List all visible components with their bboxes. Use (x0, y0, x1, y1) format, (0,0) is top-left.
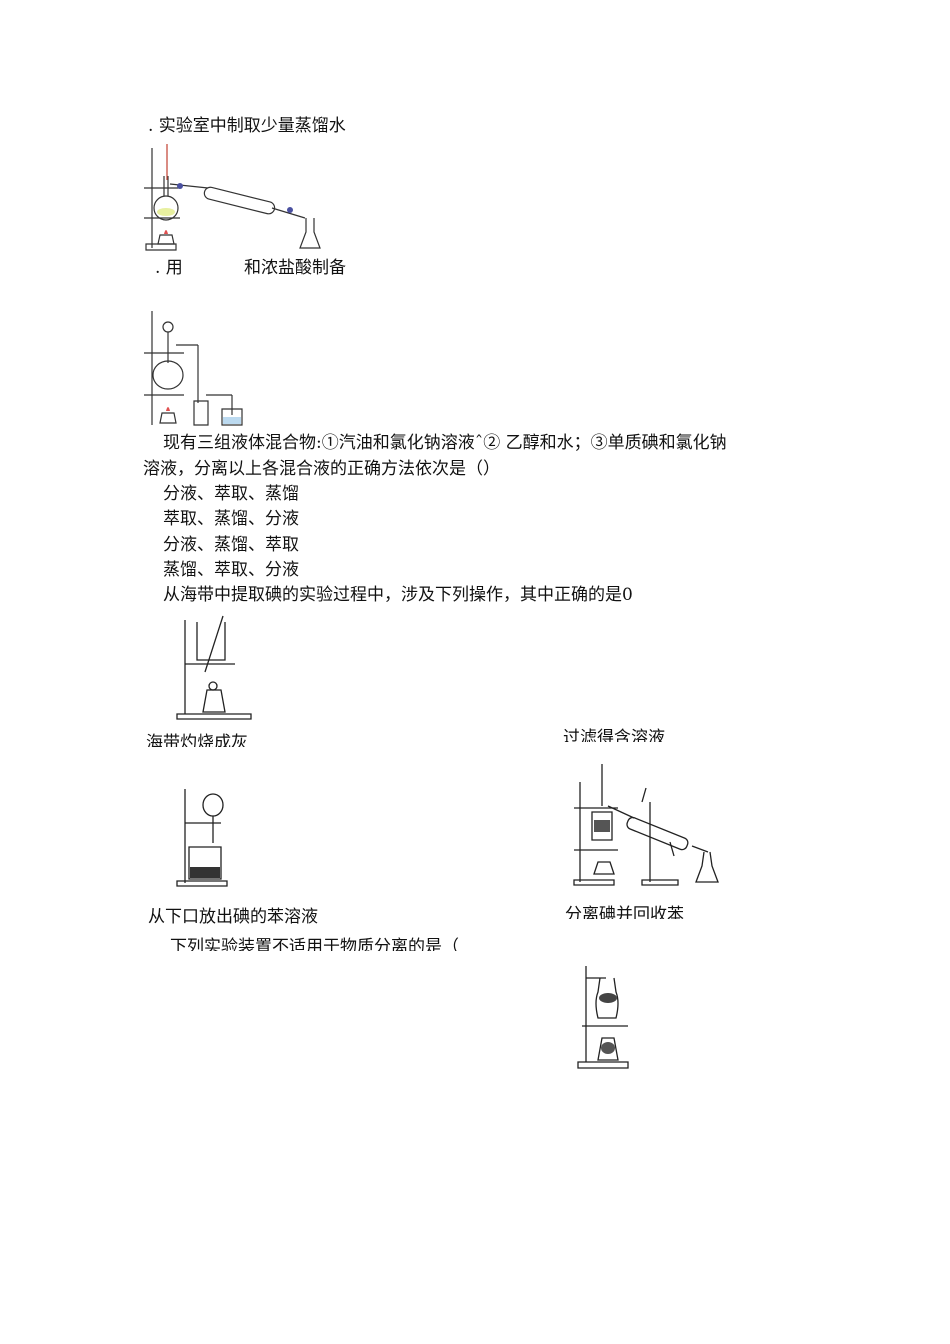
gas-generation-apparatus-figure (140, 305, 250, 430)
ashing-apparatus-figure (175, 612, 255, 722)
q3-choice-a: 分液、萃取、蒸馏 (163, 484, 299, 504)
option-b-prefix: . 用 (155, 258, 183, 278)
q3-stem-line1: 现有三组液体混合物:①汽油和氯化钠溶液ˆ② 乙醇和水；③单质碘和氯化钠 (163, 433, 727, 453)
option-b-suffix: 和浓盐酸制备 (244, 258, 346, 278)
q3-choice-b: 萃取、蒸馏、分液 (163, 509, 299, 529)
q5-stem: 下列实验装置不适用于物质分离的是（ (170, 937, 459, 951)
q3-stem-line2: 溶液，分离以上各混合液的正确方法依次是（） (143, 459, 500, 479)
caption-d: 分离碘并回收苯 (565, 905, 684, 919)
q3-choice-c: 分液、蒸馏、萃取 (163, 535, 299, 555)
option-a-text: . 实验室中制取少量蒸馏水 (148, 116, 346, 136)
caption-c: 从下口放出碘的苯溶液 (148, 907, 318, 927)
distillation-recovery-figure (572, 762, 722, 892)
separatory-funnel-figure (175, 785, 235, 889)
caption-b: 过滤得含溶液 (563, 728, 665, 742)
sublimation-apparatus-figure (576, 962, 636, 1072)
caption-a: 海带灼烧成灰 (146, 733, 248, 747)
q4-stem: 从海带中提取碘的实验过程中，涉及下列操作，其中正确的是0 (163, 585, 633, 605)
distillation-apparatus-figure (140, 140, 330, 255)
q3-choice-d: 蒸馏、萃取、分液 (163, 560, 299, 580)
